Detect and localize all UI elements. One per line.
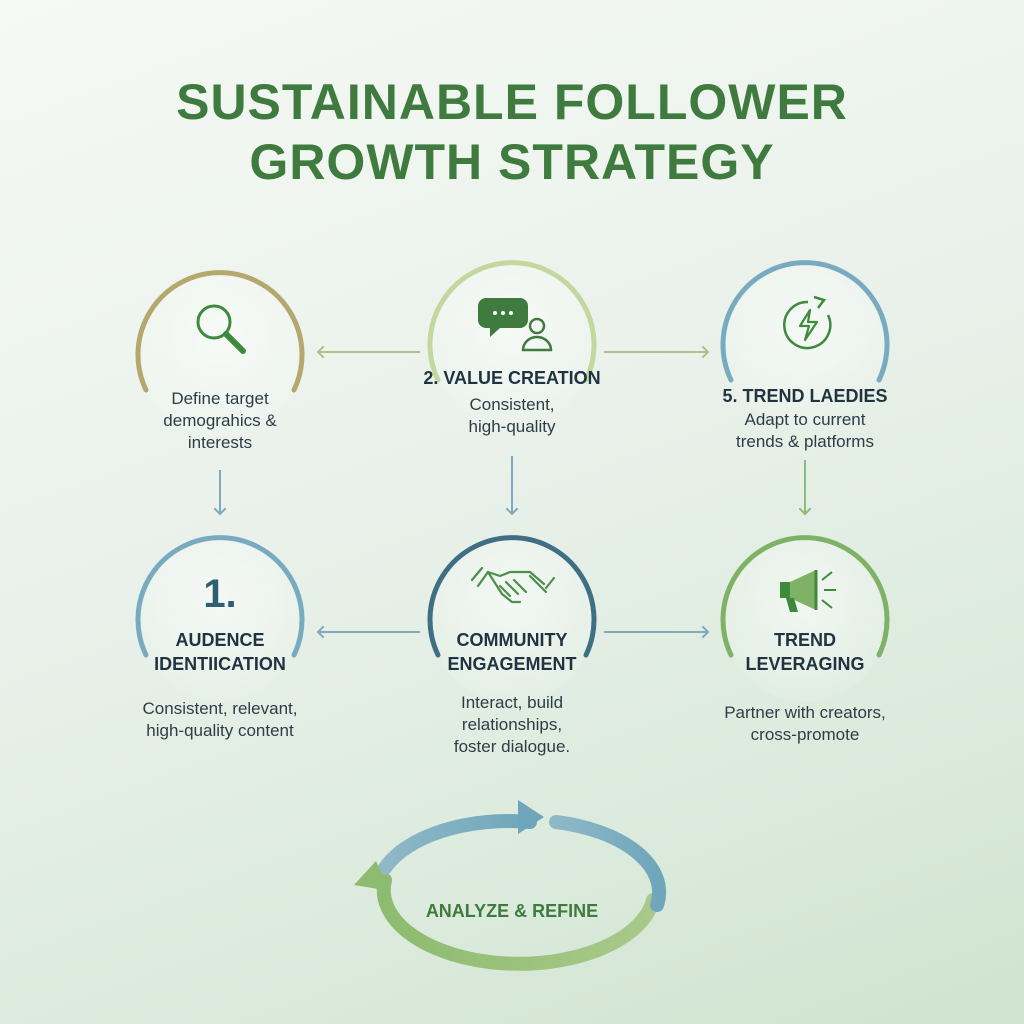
handshake-icon — [470, 566, 556, 604]
cycle-arrows — [354, 800, 667, 971]
lightning-refresh-icon — [783, 295, 832, 350]
node-bottom-center-heading: COMMUNITY ENGAGEMENT — [447, 630, 577, 674]
magnifier-icon — [196, 304, 246, 354]
ring-bottom-right — [720, 535, 890, 658]
page-title: SUSTAINABLE FOLLOWER GROWTH STRATEGY — [0, 72, 1024, 192]
node-bottom-right-desc: Partner with creators, cross-promote — [724, 703, 886, 744]
node-top-right-desc: Adapt to current trends & platforms — [736, 410, 874, 451]
ring-bottom-center — [427, 535, 597, 658]
title-line-2: GROWTH STRATEGY — [249, 134, 775, 190]
node-bottom-left-heading: AUDENCE IDENTIICATION — [154, 630, 286, 674]
node-bottom-left-desc: Consistent, relevant, high-quality conte… — [142, 699, 298, 740]
ring-top-center — [427, 260, 597, 383]
node-bottom-center-desc: Interact, build relationships, foster di… — [453, 693, 571, 756]
ring-bottom-left — [135, 535, 305, 658]
node-top-center-desc: Consistent, high-quality — [468, 395, 556, 436]
node-top-left-desc: Define target demograhics & interests — [163, 389, 277, 452]
node-top-right-heading: 5. TREND LAEDIES — [722, 386, 888, 406]
megaphone-icon — [780, 570, 836, 612]
node-discs — [138, 263, 887, 702]
node-top-center-heading: 2. VALUE CREATION — [423, 368, 601, 388]
node-bottom-right-heading: TREND LEVERAGING — [745, 630, 865, 674]
cycle-label: ANALYZE & REFINE — [425, 901, 599, 921]
ring-top-left — [135, 270, 305, 393]
title-line-1: SUSTAINABLE FOLLOWER — [176, 74, 848, 130]
ring-top-right — [720, 260, 890, 383]
node-bottom-left-number: 1. — [203, 572, 237, 616]
chat-user-icon — [478, 298, 553, 352]
